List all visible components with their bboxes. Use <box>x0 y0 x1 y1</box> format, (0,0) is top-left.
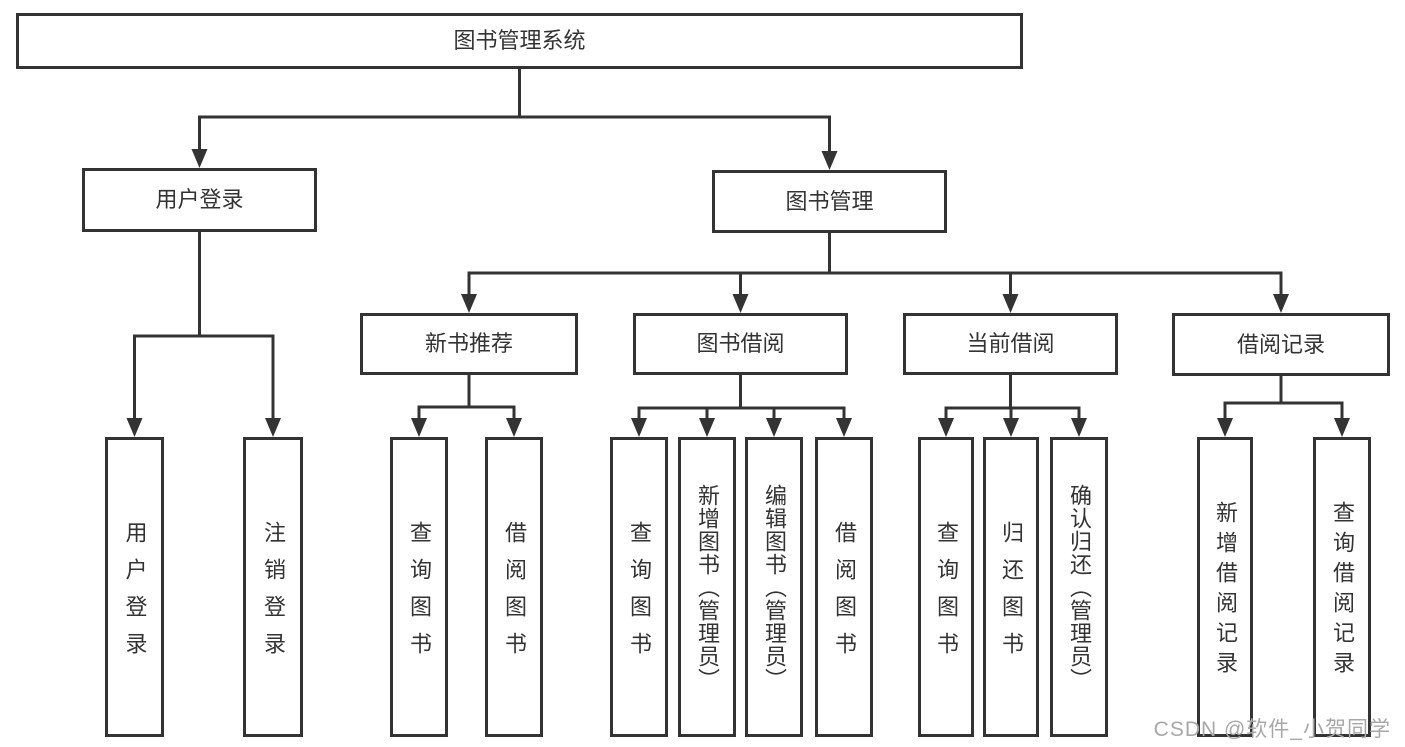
node-leaf-query-book-3: 查询图书 <box>918 437 974 737</box>
arrowhead <box>191 149 208 168</box>
node-leaf-query-book-2: 查询图书 <box>610 437 668 737</box>
node-leaf-borrow-book-1: 借阅图书 <box>485 437 543 737</box>
arrowhead <box>766 418 782 437</box>
arrowhead <box>836 418 852 437</box>
node-root: 图书管理系统 <box>16 13 1023 69</box>
node-leaf-query-book-1: 查询图书 <box>390 437 448 737</box>
node-current-borrow: 当前借阅 <box>903 313 1118 375</box>
node-book-mgmt: 图书管理 <box>712 170 947 233</box>
arrowhead <box>265 418 281 437</box>
arrowhead <box>1071 418 1087 437</box>
arrowhead <box>126 418 143 437</box>
arrowhead <box>461 294 477 313</box>
arrowhead <box>631 418 647 437</box>
arrowhead <box>506 418 522 437</box>
arrowhead <box>411 418 427 437</box>
node-leaf-borrow-book-2: 借阅图书 <box>815 437 873 737</box>
node-leaf-add-book: 新增图书（管理员） <box>678 437 736 737</box>
edge-borrow-records <box>1217 374 1350 437</box>
edge-current-borrow <box>938 373 1087 437</box>
node-new-book-rec: 新书推荐 <box>360 313 578 375</box>
node-leaf-add-record: 新增借阅记录 <box>1197 437 1253 737</box>
edge-book-borrow <box>631 373 852 437</box>
edge-user-login <box>126 230 281 437</box>
arrowhead <box>732 294 749 313</box>
node-borrow-records: 借阅记录 <box>1172 313 1390 376</box>
edge-root <box>191 67 838 170</box>
arrowhead <box>1334 418 1350 437</box>
node-leaf-edit-book: 编辑图书（管理员） <box>745 437 803 737</box>
arrowhead <box>699 418 715 437</box>
node-book-borrow: 图书借阅 <box>633 313 848 375</box>
node-leaf-confirm-return: 确认归还（管理员） <box>1050 437 1108 737</box>
node-leaf-query-record: 查询借阅记录 <box>1313 437 1371 737</box>
edge-new-book-rec <box>411 373 522 437</box>
arrowhead <box>821 151 838 170</box>
node-leaf-user-login: 用户登录 <box>105 437 164 737</box>
arrowhead <box>938 418 954 437</box>
arrowhead <box>1003 418 1019 437</box>
edge-book-mgmt <box>461 231 1289 313</box>
arrowhead <box>1002 294 1019 313</box>
node-user-login: 用户登录 <box>82 168 317 232</box>
arrowhead <box>1217 418 1233 437</box>
node-leaf-return-book: 归还图书 <box>983 437 1039 737</box>
watermark: CSDN @软件_小贺同学 <box>1153 718 1391 741</box>
arrowhead <box>1273 294 1289 313</box>
node-leaf-logout: 注销登录 <box>243 437 303 737</box>
